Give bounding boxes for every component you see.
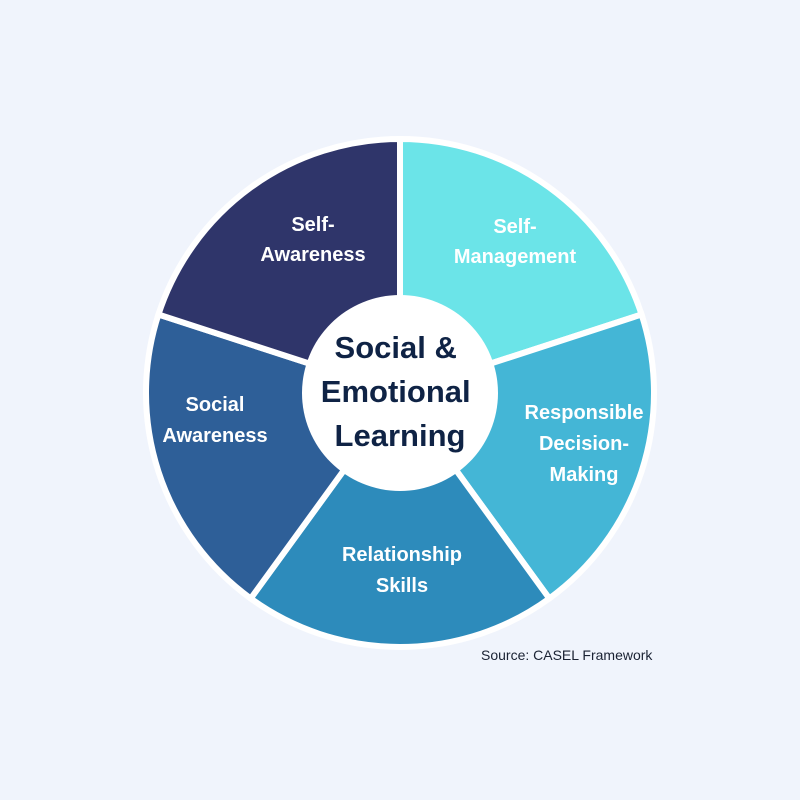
source-caption: Source: CASEL Framework	[481, 647, 653, 663]
center-title: Social & Emotional Learning	[321, 330, 479, 453]
center-hub	[302, 295, 498, 491]
segment-label-line: Awareness	[162, 425, 267, 447]
segment-label-self-awareness: Self- Awareness	[260, 214, 365, 266]
segment-label-line: Social	[186, 394, 245, 416]
segment-label-line: Awareness	[260, 244, 365, 266]
segment-label-line: Responsible	[525, 402, 644, 424]
segment-relationship-skills	[246, 387, 554, 650]
center-title-line-1: Social &	[335, 330, 457, 365]
segment-label-self-management: Self- Management	[454, 216, 577, 268]
segment-label-line: Self-	[493, 216, 536, 238]
segment-label-line: Management	[454, 246, 577, 268]
segment-label-line: Relationship	[342, 544, 462, 566]
center-title-line-2: Emotional	[321, 374, 471, 409]
segment-label-line: Decision-	[539, 433, 629, 455]
center-title-line-3: Learning	[335, 418, 466, 453]
segment-label-line: Self-	[291, 214, 334, 236]
segment-label-line: Making	[550, 464, 619, 486]
segment-label-line: Skills	[376, 575, 428, 597]
